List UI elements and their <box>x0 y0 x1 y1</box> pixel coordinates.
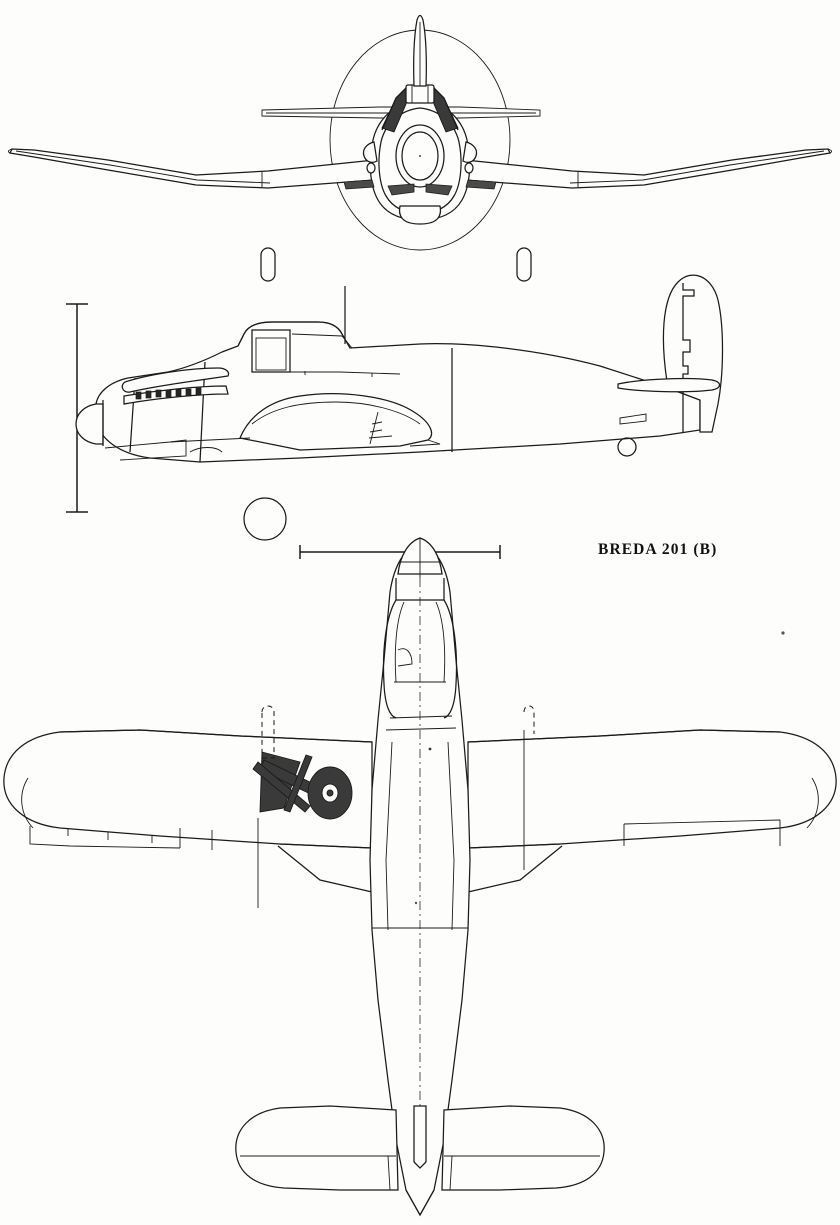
wing-left-leading-edge <box>59 729 373 743</box>
wheel-circle-marker <box>243 497 287 541</box>
main-wheel-left-front-view <box>260 247 276 282</box>
cowl-top-plate-line <box>411 85 429 103</box>
height-dimension-line <box>66 303 88 513</box>
horizontal-stabilizer-right-plan <box>441 1105 605 1191</box>
wingtip-right-cap <box>827 148 833 154</box>
vertical-fin-side <box>662 274 724 433</box>
cowl-upper-bulge <box>121 367 230 393</box>
cowl-bulge-left <box>362 141 378 163</box>
main-wheel-right-front-view <box>516 247 532 282</box>
canopy-inner-left <box>394 601 405 683</box>
tailwheel-side <box>617 437 637 457</box>
wing-left-front-detail <box>15 150 271 184</box>
gear-door-dashed <box>261 705 275 759</box>
wing-upper-surface-line <box>251 401 421 425</box>
wing-flap-hinge <box>369 411 379 445</box>
gear-strut-cross <box>283 754 313 813</box>
wing-flap-detail-1 <box>371 421 383 425</box>
fuselage-step-detail <box>619 413 647 425</box>
chin-radiator-front <box>398 205 442 225</box>
spinner-side <box>75 403 104 445</box>
canopy-plan-right <box>443 599 458 719</box>
lower-intake-left <box>387 183 415 196</box>
horizontal-stabilizer-left-plan <box>235 1105 399 1191</box>
prop-hub-center-dot <box>419 155 421 157</box>
wing-left-tip-line <box>21 777 34 829</box>
elevator-root-right <box>449 1155 453 1191</box>
canopy-deck-line <box>252 371 401 375</box>
wing-right-aileron-box <box>623 820 781 846</box>
elevator-root-left <box>387 1155 391 1191</box>
lower-fuselage-panel <box>104 439 187 461</box>
cowl-bulge-right <box>462 141 478 163</box>
drawing-caption: BREDA 201 (B) <box>598 541 718 558</box>
wing-right-front-detail <box>569 150 825 184</box>
canopy-rear-frame-2 <box>389 715 453 719</box>
fuselage-station-plan-1 <box>385 727 457 731</box>
lower-fuselage-panel-2 <box>169 437 251 443</box>
lower-fairing-bump <box>189 447 223 453</box>
wing-trailing-left <box>279 843 373 849</box>
wingtip-left-cap <box>7 148 13 154</box>
wing-root-trailing-left <box>277 845 373 893</box>
wing-root-trailing-right <box>467 845 563 893</box>
main-wheel-axle <box>326 789 334 797</box>
rudder-hinge-line <box>682 283 695 432</box>
canopy-rear-fairing <box>291 333 353 349</box>
gear-door-dashed-right <box>523 705 535 734</box>
wing-right-leading-edge <box>467 729 781 743</box>
fuselage-rivet-dot <box>428 747 432 751</box>
exhaust-stubs <box>135 387 202 400</box>
wing-right-flap-line <box>623 819 781 825</box>
vertical-fin-plan <box>413 1105 427 1169</box>
wing-flap-detail-2 <box>369 429 383 433</box>
canopy-window-pane <box>255 337 287 371</box>
width-dimension-line <box>299 545 501 559</box>
fuselage-edge-right-inner <box>447 741 455 931</box>
fuselage-edge-left-inner <box>385 741 393 931</box>
wing-flap-detail-3 <box>368 435 393 439</box>
tailcone-plan <box>405 1189 435 1217</box>
wingroot-shadow-left <box>343 179 375 190</box>
wing-root-fairing-side <box>239 393 433 451</box>
scan-speck-2 <box>414 901 418 905</box>
canopy-side <box>237 321 351 349</box>
wing-trailing-tail <box>409 439 441 447</box>
canopy-plan-left <box>382 599 397 719</box>
wing-left-aileron-line <box>29 826 181 849</box>
scan-speck-1 <box>781 631 785 635</box>
wing-trailing-right <box>467 843 561 849</box>
canopy-seat-detail <box>397 648 413 667</box>
wing-right-tip-line <box>806 777 819 829</box>
wing-right-plan <box>467 729 837 849</box>
lower-intake-right <box>425 183 453 196</box>
horizontal-stabilizer-side <box>617 377 721 393</box>
wingroot-shadow-right <box>465 179 497 190</box>
cowl-port-left <box>366 162 376 174</box>
cowl-port-right <box>464 162 474 174</box>
canopy-inner-right <box>435 601 446 683</box>
spinner-hub-inner <box>401 131 439 181</box>
